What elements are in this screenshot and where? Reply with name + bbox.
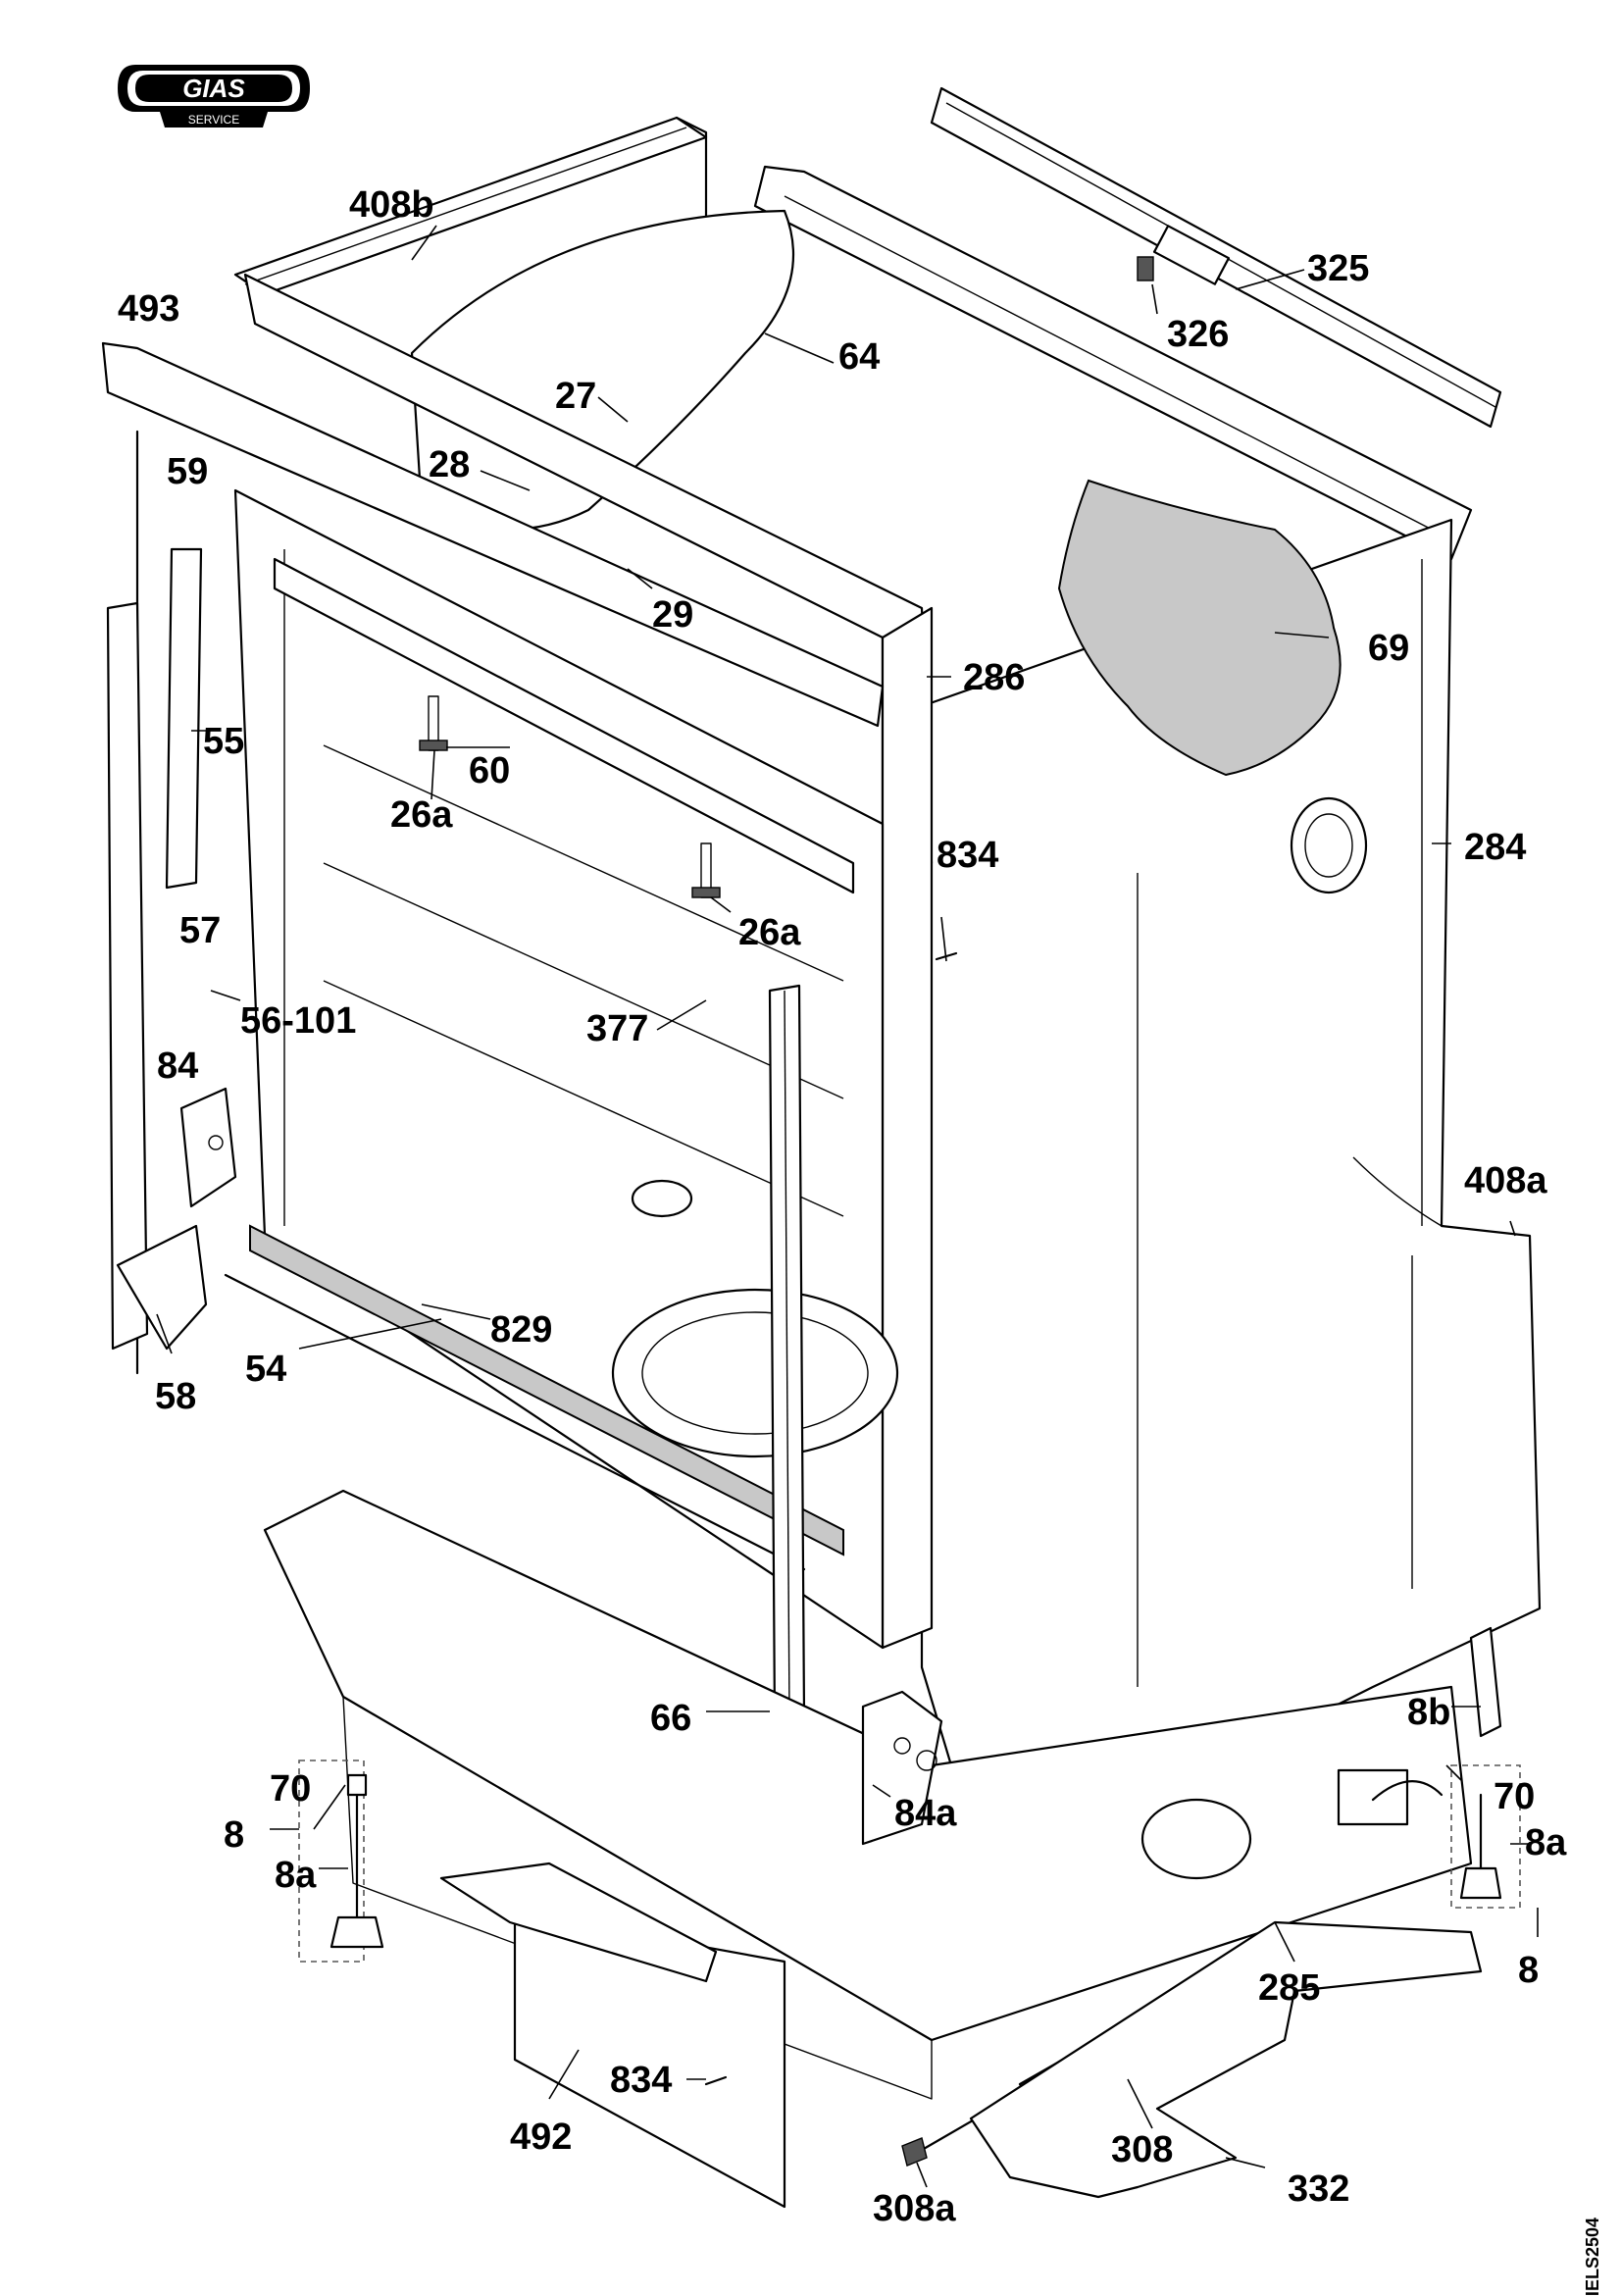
- callout-834-lower: 834: [610, 2060, 673, 2101]
- part-55-side-strip: [165, 547, 203, 890]
- callout-64: 64: [838, 336, 881, 378]
- callout-55: 55: [203, 721, 245, 762]
- callout-84a: 84a: [894, 1793, 957, 1834]
- part-54-bottom-strip: [224, 1273, 806, 1571]
- part-top-rail: [753, 165, 1473, 561]
- part-66-side-gasket: [768, 984, 806, 1723]
- callout-84: 84: [157, 1046, 199, 1087]
- callout-58: 58: [155, 1376, 197, 1417]
- part-26a-screw-right: [691, 842, 721, 898]
- callout-70-right: 70: [1494, 1776, 1536, 1817]
- part-26a-screw-left: [419, 695, 448, 751]
- callout-492: 492: [510, 2117, 573, 2158]
- callout-70-left: 70: [270, 1768, 312, 1810]
- logo-badge-icon: GIAS SERVICE: [118, 65, 310, 128]
- callout-69: 69: [1368, 628, 1410, 669]
- callout-26a-upper: 26a: [390, 794, 453, 836]
- part-326-spring: [1137, 256, 1154, 281]
- callout-27: 27: [555, 376, 597, 417]
- callout-286: 286: [963, 657, 1026, 698]
- callout-408b: 408b: [349, 184, 434, 226]
- callout-377: 377: [586, 1008, 649, 1049]
- callout-308a: 308a: [873, 2188, 956, 2229]
- callout-829: 829: [490, 1309, 553, 1351]
- logo-brand-text: GIAS: [182, 74, 245, 103]
- part-829-bottom-seal: [249, 1224, 844, 1556]
- gias-service-logo: GIAS SERVICE: [116, 59, 312, 137]
- part-332-base-mat: [969, 1920, 1483, 2199]
- callout-59: 59: [167, 451, 209, 492]
- part-84-hinge: [179, 1087, 237, 1208]
- callout-29: 29: [652, 594, 694, 636]
- callout-8a-left: 8a: [275, 1855, 317, 1896]
- callout-8a-right: 8a: [1525, 1822, 1567, 1863]
- part-284-side-panel: [920, 518, 1542, 1846]
- part-8-left-foot: [298, 1760, 384, 1963]
- callout-8b: 8b: [1407, 1692, 1451, 1733]
- part-834-screw-lower: [704, 2075, 728, 2086]
- part-492-kickplate: [439, 1862, 786, 2209]
- document-id: IELS2504: [1583, 2218, 1602, 2296]
- part-8b-leveler: [1469, 1626, 1502, 1738]
- callout-408a: 408a: [1464, 1160, 1547, 1201]
- callout-56-101: 56-101: [240, 1000, 357, 1042]
- part-left-upright: [106, 601, 208, 1351]
- callout-54: 54: [245, 1349, 287, 1390]
- part-8-right-foot: [1450, 1764, 1521, 1909]
- callout-28: 28: [429, 444, 471, 485]
- callout-284: 284: [1464, 827, 1527, 868]
- part-325-cross-bar: [930, 86, 1502, 429]
- callout-8-left: 8: [224, 1814, 245, 1856]
- part-69-insulation-patch: [1057, 479, 1342, 777]
- part-84a-hinge: [861, 1690, 943, 1846]
- callout-834-upper: 834: [937, 835, 999, 876]
- callout-493: 493: [118, 288, 180, 330]
- part-60-upper-bar: [273, 557, 855, 894]
- callout-326: 326: [1167, 314, 1230, 355]
- callout-57: 57: [179, 910, 222, 951]
- callout-66: 66: [650, 1698, 692, 1739]
- callout-285: 285: [1258, 1967, 1321, 2009]
- part-tub-interior: [233, 488, 899, 1650]
- callout-26a-lower: 26a: [738, 912, 801, 953]
- callout-8-right: 8: [1518, 1950, 1540, 1991]
- callout-325: 325: [1307, 248, 1370, 289]
- callout-60: 60: [469, 750, 511, 791]
- callout-332: 332: [1288, 2168, 1350, 2210]
- callout-308: 308: [1111, 2129, 1174, 2170]
- leader-lines: [156, 225, 1539, 2188]
- logo-sub-text: SERVICE: [188, 113, 239, 127]
